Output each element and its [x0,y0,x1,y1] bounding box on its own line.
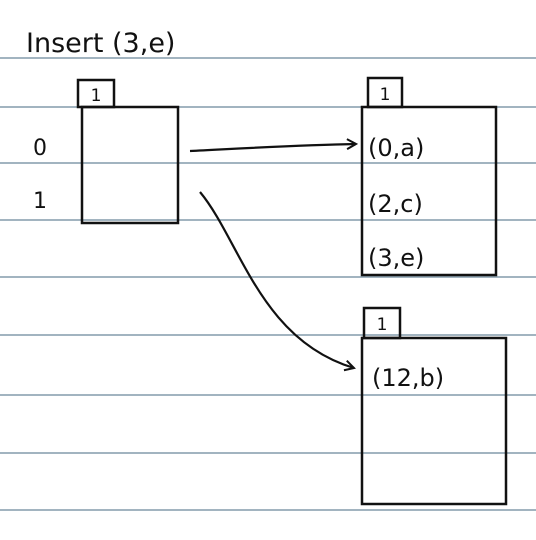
pointer-arrow-0 [189,144,356,153]
bucket-b: 1 (12,b) [360,306,508,506]
bucket-a-depth-value: 1 [380,85,391,105]
directory-index-0: 0 [33,136,47,161]
directory: 1 0 1 [33,78,180,225]
pointer-arrow-1 [199,191,354,368]
page-title: Insert (3,e) [26,28,175,59]
bucket-b-entry-1: (12,b) [372,364,444,392]
bucket-a: 1 (0,a) (2,c) (3,e) [360,76,498,277]
bucket-a-entry-1: (0,a) [368,134,424,162]
directory-table [80,105,180,225]
bucket-b-frame [360,336,508,506]
bucket-a-frame [360,105,498,277]
bucket-a-entry-2: (2,c) [368,190,423,218]
directory-index-1: 1 [33,189,47,214]
bucket-b-depth-value: 1 [377,315,388,335]
bucket-a-entry-3: (3,e) [368,244,424,272]
global-depth-value: 1 [91,86,102,106]
rule-lines [0,57,536,511]
